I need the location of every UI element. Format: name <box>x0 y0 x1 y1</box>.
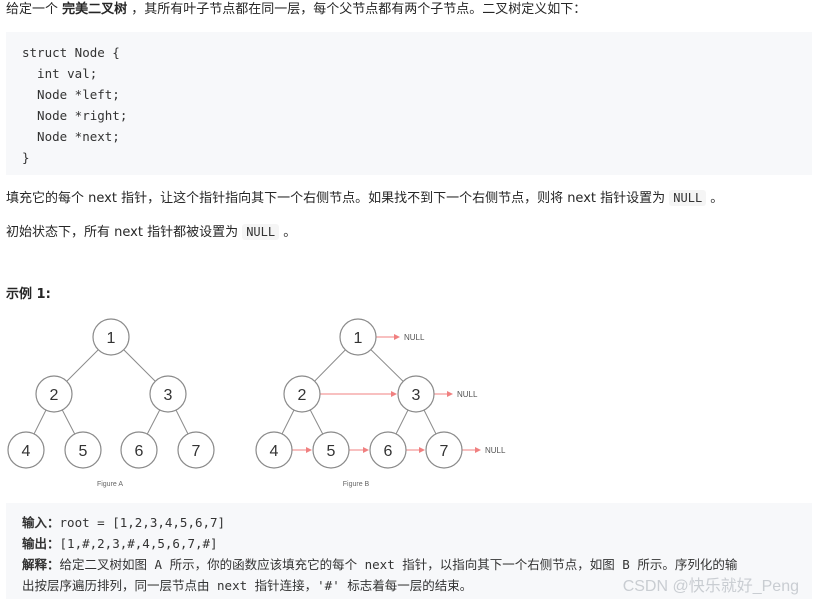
tree-node <box>425 431 463 469</box>
node-label: 6 <box>384 443 393 460</box>
init-text-end: 。 <box>279 225 297 240</box>
tree-node <box>283 375 321 413</box>
tree-node <box>255 431 293 469</box>
tree-node <box>177 431 215 469</box>
null-label: NULL <box>485 446 506 455</box>
node-label: 3 <box>164 387 173 404</box>
intro-suffix: ，其所有叶子节点都在同一层，每个父节点都有两个子节点。二叉树定义如下： <box>127 2 587 17</box>
tree-node <box>369 431 407 469</box>
node-label: 7 <box>440 443 449 460</box>
null-label: NULL <box>404 333 425 342</box>
fill-paragraph: 填充它的每个 next 指针，让这个指针指向其下一个右侧节点。如果找不到下一个右… <box>6 188 723 209</box>
input-value: root = [1,2,3,4,5,6,7] <box>59 515 226 530</box>
example-block: 输入：root = [1,2,3,4,5,6,7] 输出：[1,#,2,3,#,… <box>6 503 812 599</box>
node-label: 1 <box>354 330 363 347</box>
tree-node <box>397 375 435 413</box>
code-line: struct Node { <box>22 45 120 60</box>
tree-node <box>7 431 45 469</box>
node-label: 5 <box>327 443 336 460</box>
example-input-line: 输入：root = [1,2,3,4,5,6,7] <box>22 512 796 533</box>
code-line: Node *next; <box>22 129 120 144</box>
tree-node <box>64 431 102 469</box>
node-label: 4 <box>270 443 279 460</box>
code-line: } <box>22 150 30 165</box>
explain-text: 给定二叉树如图 A 所示，你的函数应该填充它的每个 next 指针，以指向其下一… <box>59 557 738 572</box>
node-label: 6 <box>135 443 144 460</box>
init-text: 初始状态下，所有 next 指针都被设置为 <box>6 225 243 240</box>
output-value: [1,#,2,3,#,4,5,6,7,#] <box>59 536 218 551</box>
node-label: 2 <box>50 387 59 404</box>
tree-node <box>35 375 73 413</box>
init-paragraph: 初始状态下，所有 next 指针都被设置为 NULL 。 <box>6 222 296 243</box>
node-label: 1 <box>107 330 116 347</box>
node-label: 5 <box>79 443 88 460</box>
node-label: 7 <box>192 443 201 460</box>
fill-text: 填充它的每个 next 指针，让这个指针指向其下一个右侧节点。如果找不到下一个右… <box>6 191 670 206</box>
figure-b-caption: Figure B <box>343 481 370 488</box>
example-output-line: 输出：[1,#,2,3,#,4,5,6,7,#] <box>22 533 796 554</box>
intro-paragraph: 给定一个 完美二叉树 ，其所有叶子节点都在同一层，每个父节点都有两个子节点。二叉… <box>6 0 586 20</box>
tree-node <box>92 318 130 356</box>
null-label: NULL <box>457 390 478 399</box>
figure-a-tree: 1 2 3 4 5 6 7 Figure A <box>7 318 215 488</box>
example-heading: 示例 1: <box>6 287 51 302</box>
input-label: 输入： <box>22 515 60 530</box>
output-label: 输出： <box>22 536 60 551</box>
csdn-watermark: CSDN @快乐就好_Peng <box>622 578 799 595</box>
tree-node <box>120 431 158 469</box>
explain-text-continued: 出按层序遍历排列，同一层节点由 next 指针连接，'#' 标志着每一层的结束。 <box>22 578 473 593</box>
code-line: Node *right; <box>22 108 128 123</box>
struct-code-block: struct Node { int val; Node *left; Node … <box>6 32 812 175</box>
node-label: 4 <box>22 443 31 460</box>
figure-a-caption: Figure A <box>97 481 123 488</box>
fill-text-end: 。 <box>706 191 724 206</box>
null-code: NULL <box>242 224 280 240</box>
example-explain-line: 解释：给定二叉树如图 A 所示，你的函数应该填充它的每个 next 指针，以指向… <box>22 554 796 575</box>
intro-prefix: 给定一个 <box>6 2 63 17</box>
node-label: 3 <box>412 387 421 404</box>
tree-node <box>149 375 187 413</box>
node-label: 2 <box>298 387 307 404</box>
code-line: int val; <box>22 66 98 81</box>
example-explain-line-2: 出按层序遍历排列，同一层节点由 next 指针连接，'#' 标志着每一层的结束。 <box>22 575 796 596</box>
explain-label: 解释： <box>22 557 60 572</box>
intro-emphasis: 完美二叉树 <box>62 2 128 17</box>
null-code: NULL <box>669 190 707 206</box>
figure-b-tree: 1 2 3 4 5 6 7 NULL NULL NULL Figure B <box>255 318 506 488</box>
tree-node <box>339 318 377 356</box>
code-line: Node *left; <box>22 87 120 102</box>
tree-node <box>312 431 350 469</box>
